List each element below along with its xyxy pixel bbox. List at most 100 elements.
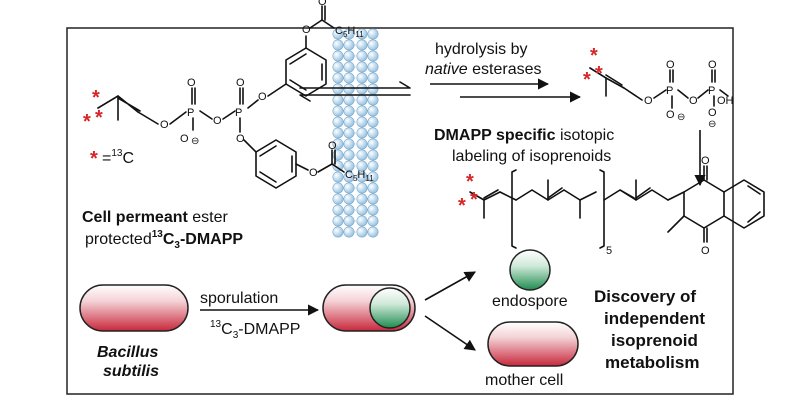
lipid-head — [343, 39, 355, 51]
frame-border — [66, 27, 734, 395]
lipid-head — [356, 204, 368, 216]
atom-o: O — [689, 95, 698, 107]
isoprenoid-product-molecule: 5 O O — [469, 155, 765, 257]
lipid-head — [343, 72, 355, 84]
lipid-head — [356, 182, 368, 194]
dmapp-molecule: O P O O ⊖ O P O O ⊖ OH — [589, 59, 734, 130]
lipid-head — [367, 105, 379, 117]
lipid-bilayer-membrane — [332, 28, 379, 238]
c5h11-lower: C5H11 — [345, 169, 374, 183]
label-star-7: * — [466, 171, 474, 193]
lipid-head — [343, 149, 355, 161]
lipid-head — [343, 61, 355, 73]
charge-minus: ⊖ — [191, 136, 199, 147]
lipid-head — [367, 61, 379, 73]
lipid-head — [332, 39, 344, 51]
lipid-head — [367, 127, 379, 139]
lipid-head — [367, 193, 379, 205]
atom-o: O — [708, 107, 717, 119]
equilibrium-arrow-back — [299, 94, 411, 102]
atom-o: O — [328, 140, 337, 152]
label-star-4: * — [590, 45, 598, 67]
lipid-head — [356, 83, 368, 95]
atom-p: P — [187, 107, 194, 119]
lipid-head — [356, 193, 368, 205]
lipid-head — [332, 105, 344, 117]
lipid-head — [367, 72, 379, 84]
conclusion-line-4: metabolism — [605, 353, 699, 372]
sporulation-label: sporulation — [200, 290, 278, 307]
lipid-head — [356, 105, 368, 117]
mother-cell — [487, 321, 579, 367]
lipid-head — [343, 204, 355, 216]
lipid-head — [343, 105, 355, 117]
lipid-head — [356, 138, 368, 150]
lipid-head — [356, 127, 368, 139]
c5h11-upper: C5H11 — [335, 25, 364, 39]
dmapp-specific-label: DMAPP specific isotopic — [434, 127, 614, 144]
atom-o: O — [236, 133, 245, 145]
lipid-head — [356, 50, 368, 62]
atom-o: O — [213, 115, 222, 127]
atom-o: O — [187, 77, 196, 89]
atom-o: O — [180, 133, 189, 145]
carbon-legend: =13C — [102, 148, 134, 167]
lipid-head — [343, 160, 355, 172]
atom-o: O — [160, 119, 169, 131]
label-star-1: * — [92, 87, 100, 109]
lipid-head — [356, 61, 368, 73]
lipid-head — [343, 226, 355, 238]
label-star-6: * — [595, 63, 603, 85]
lipid-head — [332, 127, 344, 139]
endospore-arrow — [424, 271, 476, 301]
lipid-head — [343, 127, 355, 139]
atom-o: O — [666, 109, 675, 121]
lipid-head — [367, 39, 379, 51]
mother-cell-arrow — [424, 315, 476, 351]
label-star-5: * — [583, 69, 591, 91]
lipid-head — [367, 160, 379, 172]
carbon-legend-star: * — [90, 148, 98, 170]
hydrolysis-label-1: hydrolysis by — [435, 41, 527, 58]
lipid-head — [367, 215, 379, 227]
lipid-head — [343, 116, 355, 128]
lipid-head — [356, 171, 368, 183]
lipid-head — [332, 182, 344, 194]
atom-o: O — [236, 77, 245, 89]
atom-p: P — [708, 85, 715, 97]
label-star-2: * — [83, 111, 91, 133]
lipid-head — [343, 215, 355, 227]
lipid-head — [343, 94, 355, 106]
hydrolysis-label-2: native esterases — [425, 61, 542, 78]
atom-o: O — [666, 59, 675, 71]
lipid-head — [332, 226, 344, 238]
lipid-head — [367, 116, 379, 128]
lipid-head — [332, 83, 344, 95]
lipid-head — [356, 28, 368, 40]
lipid-head — [356, 94, 368, 106]
lipid-head — [356, 39, 368, 51]
atom-oh: OH — [717, 95, 734, 107]
lipid-head — [367, 138, 379, 150]
lipid-head — [332, 28, 344, 40]
equilibrium-arrow-forward — [299, 81, 411, 89]
lipid-head — [356, 149, 368, 161]
lipid-head — [356, 215, 368, 227]
conclusion-line-2: independent — [604, 309, 705, 328]
forespore — [369, 287, 411, 329]
lipid-head — [332, 116, 344, 128]
subtilis-label: subtilis — [103, 363, 159, 380]
atom-o: O — [701, 155, 710, 167]
atom-o: O — [258, 91, 267, 103]
lipid-head — [332, 204, 344, 216]
atom-o: O — [309, 167, 318, 179]
protected-dmapp-molecule: O P O O ⊖ O P O O O O O C5H11 O — [97, 0, 374, 189]
atom-o: O — [701, 245, 710, 257]
lipid-head — [367, 50, 379, 62]
lipid-head — [332, 94, 344, 106]
bacillus-cell — [79, 284, 189, 332]
bacillus-label: Bacillus — [97, 344, 158, 361]
labeling-isoprenoids-label: labeling of isoprenoids — [452, 148, 611, 165]
atom-o: O — [708, 59, 717, 71]
lipid-head — [343, 50, 355, 62]
